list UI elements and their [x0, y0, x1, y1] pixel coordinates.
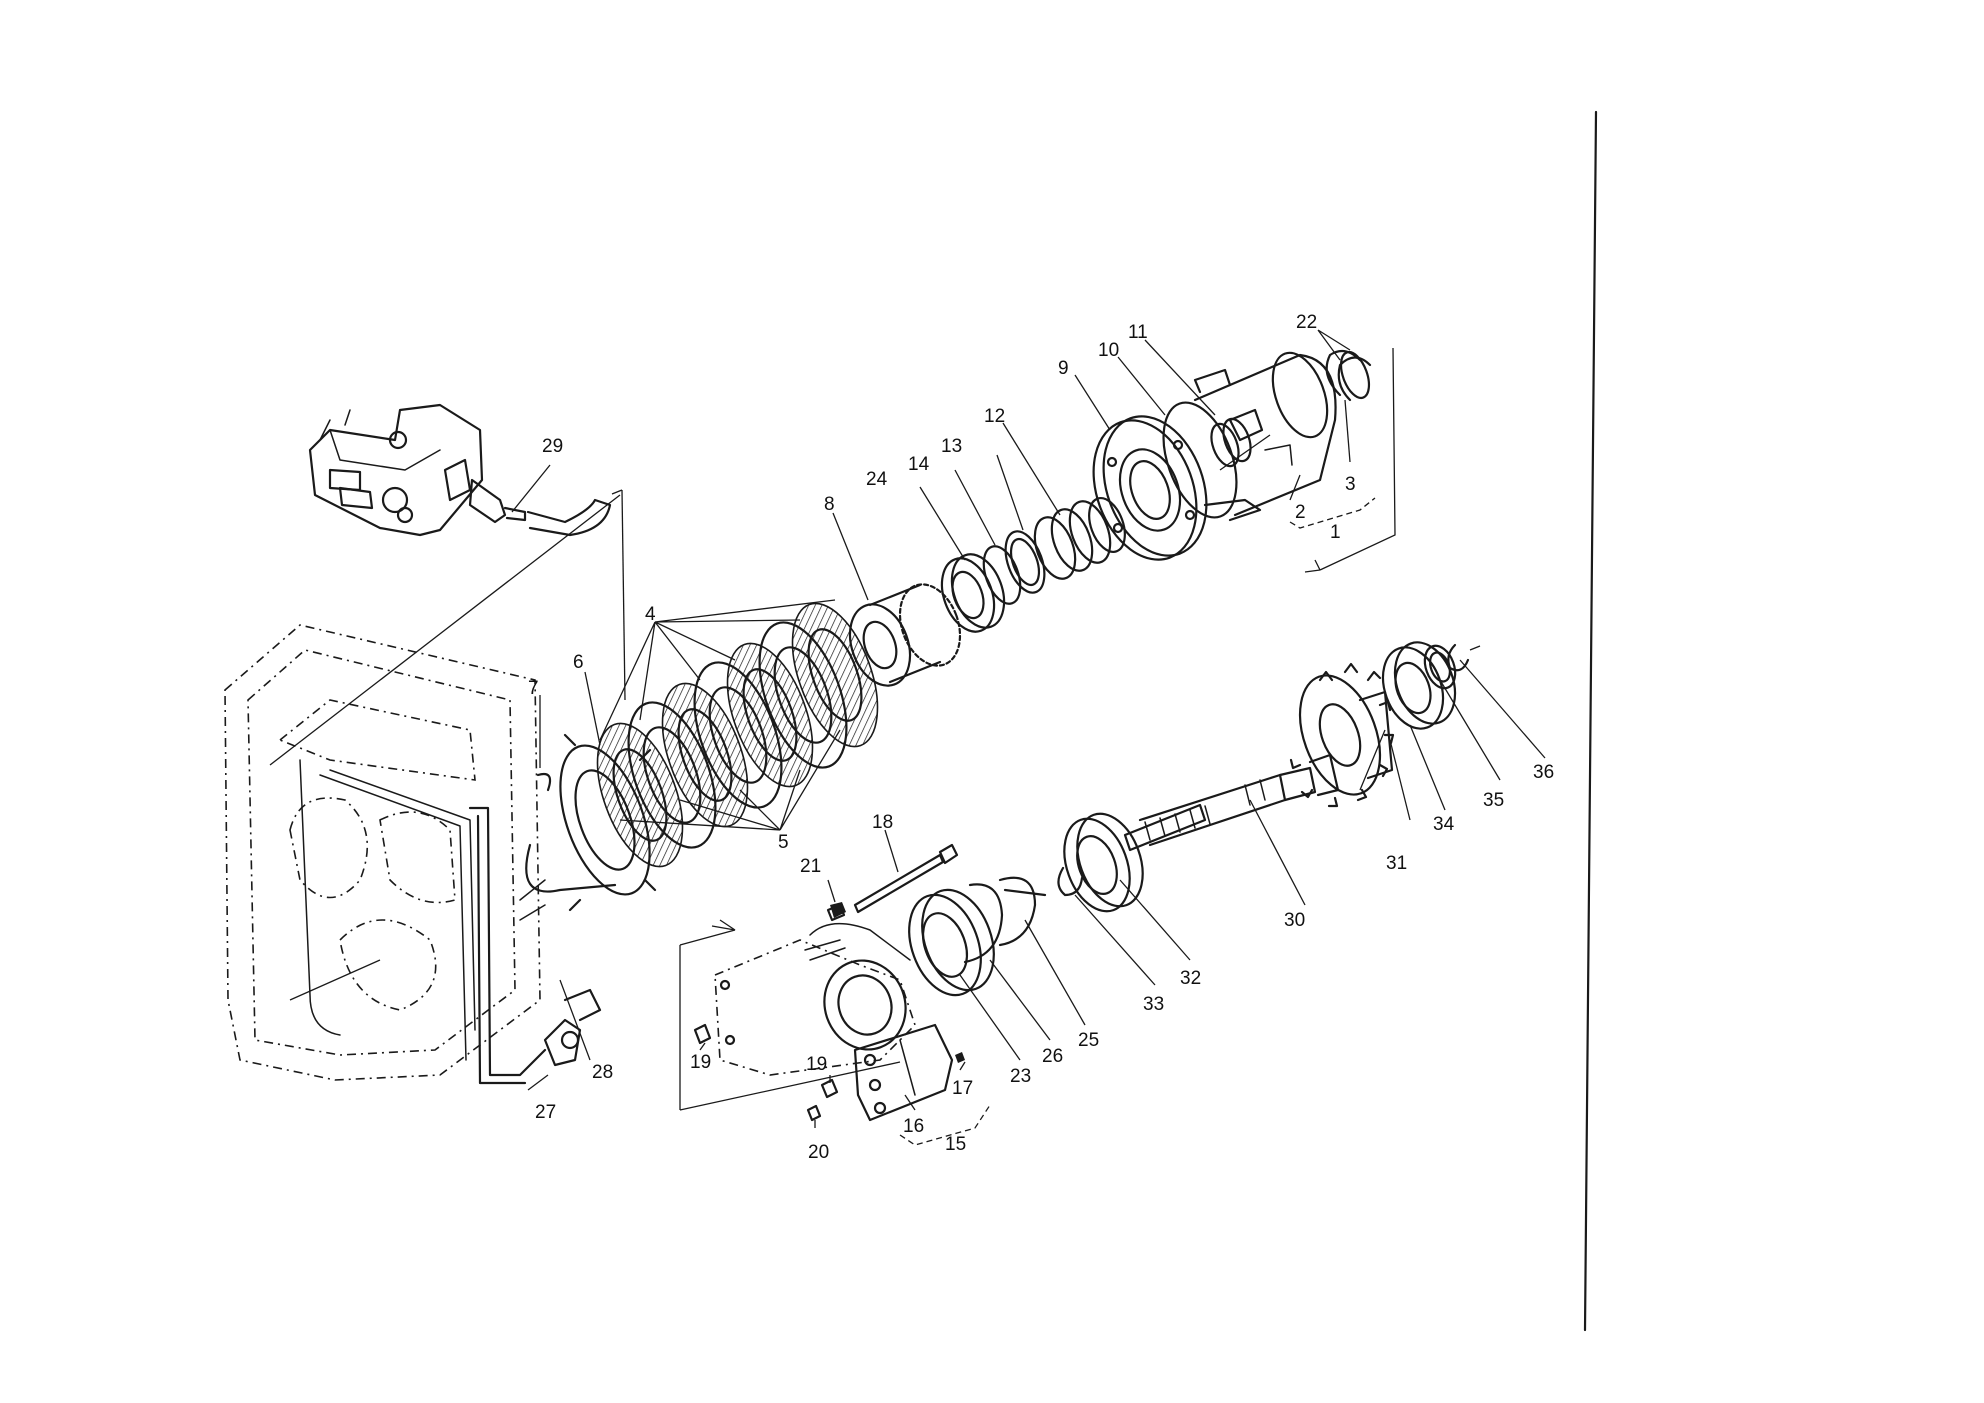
piston-9 [1092, 415, 1208, 561]
o-ring-7 [525, 772, 617, 893]
label-8: 8 [824, 494, 835, 515]
screw-17 [955, 1052, 965, 1063]
label-23: 23 [1010, 1066, 1031, 1087]
label-20: 20 [808, 1142, 829, 1163]
nut-21 [826, 902, 846, 922]
label-16: 16 [903, 1116, 924, 1137]
label-21: 21 [800, 856, 821, 877]
lever-bracket-16 [853, 1023, 954, 1122]
bearing-23 [908, 888, 995, 997]
label-7: 7 [528, 678, 539, 699]
label-14: 14 [908, 454, 930, 475]
clutch-drum-2 [1162, 351, 1337, 522]
snap-ring-22 [1325, 349, 1372, 402]
dowel-pin-19a [693, 1023, 712, 1045]
snap-ring-36 [1447, 643, 1481, 672]
leader-lines [511, 329, 1546, 1146]
label-9: 9 [1058, 358, 1069, 379]
label-35: 35 [1483, 790, 1504, 811]
label-34: 34 [1433, 814, 1455, 835]
label-3: 3 [1345, 474, 1356, 495]
drive-gear-31 [1289, 662, 1395, 808]
snap-ring-33 [1057, 866, 1084, 897]
label-31: 31 [1386, 853, 1407, 874]
label-30: 30 [1284, 910, 1305, 931]
bearing-24 [940, 553, 1006, 633]
part-number-labels: 29 22 11 10 9 12 13 14 24 8 3 2 1 4 6 7 … [528, 312, 1554, 1163]
label-26: 26 [1042, 1046, 1063, 1067]
bearing-32 [1063, 812, 1144, 913]
clutch-plate-stack [559, 602, 879, 912]
label-32: 32 [1180, 968, 1201, 989]
label-19-bracket: 19 [806, 1054, 827, 1075]
pin-20 [806, 1104, 822, 1122]
label-22: 22 [1296, 312, 1317, 333]
label-27: 27 [535, 1102, 556, 1123]
snap-ring-25 [998, 876, 1047, 947]
label-17: 17 [952, 1078, 973, 1099]
label-36: 36 [1533, 762, 1554, 783]
label-5: 5 [778, 832, 789, 853]
label-6: 6 [573, 652, 584, 673]
label-10: 10 [1098, 340, 1119, 361]
bearing-34 [1381, 641, 1457, 730]
control-valve-block [308, 403, 626, 701]
label-11: 11 [1128, 322, 1148, 343]
elbow-fitting-28 [543, 988, 602, 1067]
ring-13 [1004, 530, 1046, 594]
pipe-27 [468, 806, 547, 1085]
label-1: 1 [1330, 522, 1341, 543]
transmission-housing [224, 494, 621, 1081]
label-25: 25 [1078, 1030, 1099, 1051]
label-15: 15 [945, 1134, 966, 1155]
dowel-pin-19b [820, 1078, 839, 1099]
bolt-18 [853, 843, 959, 914]
label-29: 29 [542, 436, 563, 457]
label-24: 24 [866, 469, 888, 490]
label-19-cover: 19 [690, 1052, 711, 1073]
label-12: 12 [984, 406, 1005, 427]
label-18: 18 [872, 812, 893, 833]
ring-14 [982, 545, 1022, 605]
label-28: 28 [592, 1062, 613, 1083]
label-13: 13 [941, 436, 962, 457]
label-4: 4 [645, 604, 656, 625]
label-33: 33 [1143, 994, 1164, 1015]
output-shaft-30 [1123, 753, 1340, 852]
bracket-1 [1289, 347, 1396, 573]
bearing-carrier-cover [679, 919, 916, 1111]
page-border-line [1583, 110, 1598, 1332]
label-2: 2 [1295, 502, 1306, 523]
spring-12 [1033, 497, 1126, 580]
spline-hub-8 [848, 583, 962, 687]
